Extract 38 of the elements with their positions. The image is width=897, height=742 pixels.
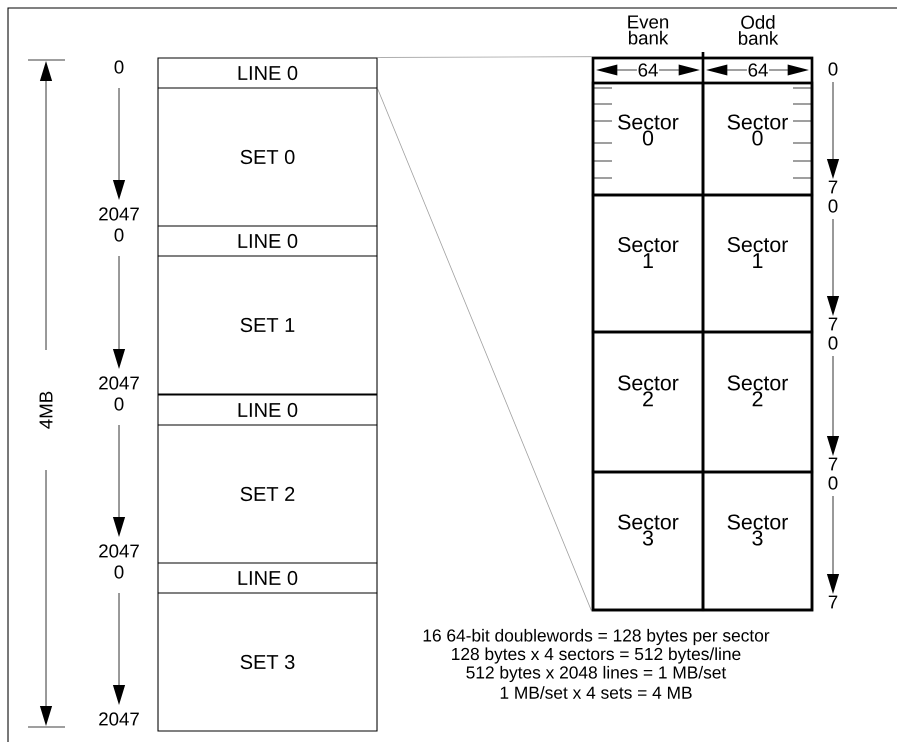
note-text: 16 64-bit doublewords = 128 bytes per sector (424, 628, 770, 646)
index-label: 7 (828, 318, 838, 330)
sector-box: Sector 2 (592, 330, 704, 474)
column-heading: Odd bank (738, 15, 778, 45)
zoom-line (377, 56, 592, 58)
note-text: 1 MB/set x 4 sets = 4 MB (500, 686, 692, 699)
set-box: SET 1 (157, 255, 378, 395)
dimension-label: 64 (638, 63, 658, 77)
index-label: 0 (828, 199, 838, 213)
index-label: 0 (114, 60, 124, 74)
dimension-label: 64 (748, 63, 768, 77)
sector-box: Sector 3 (592, 470, 704, 612)
set-box: SET 0 (157, 87, 378, 227)
index-label: 2047 (99, 207, 139, 221)
sector-box: Sector 0 (702, 82, 814, 196)
index-label: 0 (114, 565, 124, 579)
note-text: 128 bytes x 4 sectors = 512 bytes/line (452, 647, 740, 664)
index-label: 0 (828, 476, 838, 490)
index-label: 0 (828, 336, 838, 350)
sector-box: Sector 1 (592, 194, 704, 334)
index-label: 0 (114, 397, 124, 411)
index-label: 7 (828, 180, 838, 194)
set-box: SET 2 (157, 424, 378, 564)
index-label: 2047 (99, 544, 139, 558)
index-label: 2047 (99, 376, 139, 390)
column-heading: Even bank (628, 16, 668, 45)
sector-box: Sector 3 (702, 470, 814, 612)
sector-box: Sector 2 (702, 330, 814, 474)
index-label: 0 (828, 62, 838, 76)
index-label: 0 (114, 228, 124, 242)
zoom-line (377, 88, 592, 612)
set-box: SET 3 (157, 592, 378, 732)
note-text: 512 bytes x 2048 lines = 1 MB/set (466, 666, 726, 682)
index-label: 7 (828, 458, 838, 470)
sector-box: Sector 1 (702, 194, 814, 334)
index-label: 2047 (99, 712, 139, 726)
dimension-label: 4MB (40, 392, 52, 429)
sector-box: Sector 0 (592, 82, 704, 196)
